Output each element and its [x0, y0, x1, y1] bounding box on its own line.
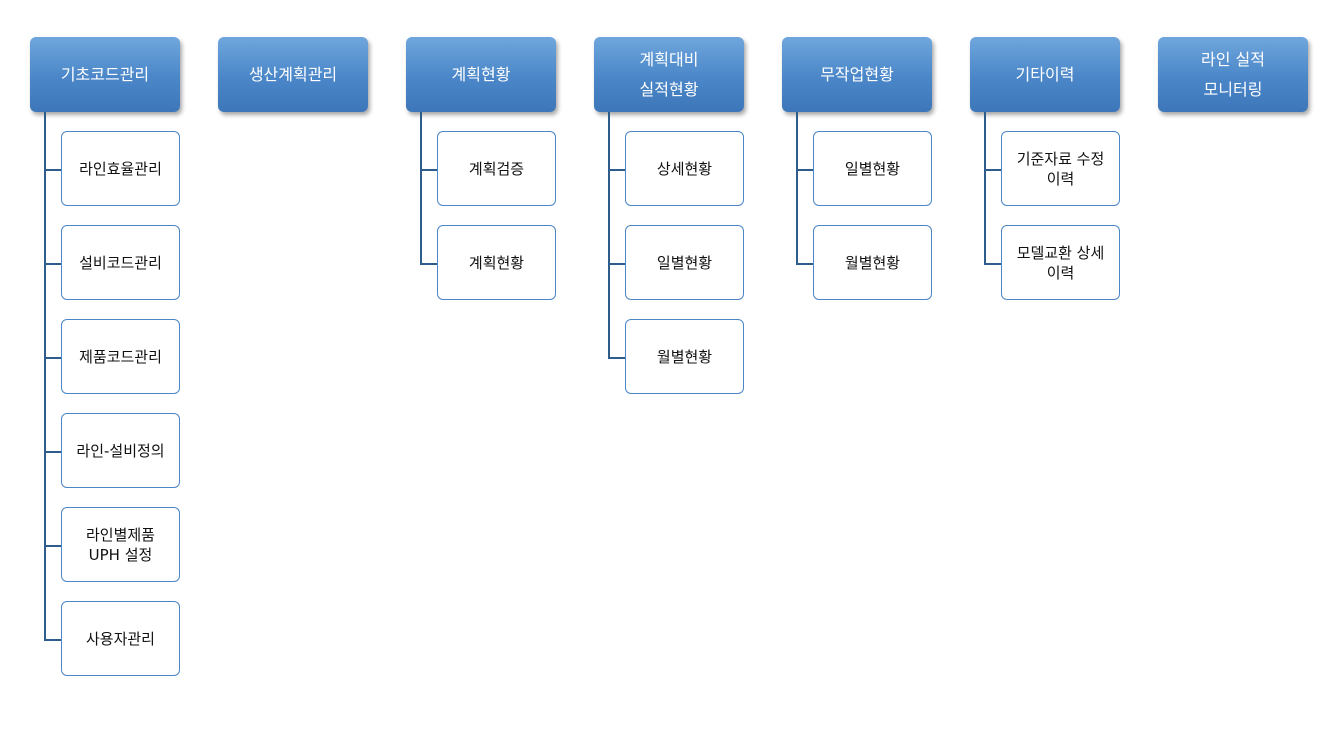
submenu-item: 라인효율관리 [61, 131, 180, 206]
connector-vertical [420, 112, 422, 264]
submenu-item-label: 일별현황 [844, 159, 901, 178]
connector-horizontal [608, 263, 625, 265]
submenu-item: 모델교환 상세 이력 [1001, 225, 1120, 300]
connector-horizontal [44, 357, 61, 359]
category-header: 생산계획관리 [218, 37, 368, 112]
submenu-item-label: 상세현황 [656, 159, 713, 178]
submenu-item-label: 월별현황 [656, 347, 713, 366]
submenu-item: 라인-설비정의 [61, 413, 180, 488]
connector-horizontal [420, 169, 437, 171]
connector-horizontal [984, 263, 1001, 265]
submenu-item: 계획검증 [437, 131, 556, 206]
submenu-item-label: 라인효율관리 [79, 159, 162, 178]
category-title-line: 무작업현황 [820, 64, 894, 84]
category-title-line: 라인 실적 [1201, 49, 1265, 69]
submenu-item-label: 라인-설비정의 [76, 441, 165, 460]
submenu-item: 계획현황 [437, 225, 556, 300]
category-title-line: 기타이력 [1015, 64, 1075, 84]
connector-vertical [44, 112, 46, 640]
category-header: 기초코드관리 [30, 37, 180, 112]
connector-horizontal [44, 169, 61, 171]
category-title-line: 생산계획관리 [248, 64, 338, 84]
connector-horizontal [44, 639, 61, 641]
connector-horizontal [44, 545, 61, 547]
connector-horizontal [44, 263, 61, 265]
connector-horizontal [984, 169, 1001, 171]
connector-horizontal [420, 263, 437, 265]
submenu-item: 설비코드관리 [61, 225, 180, 300]
submenu-item-label: 사용자관리 [85, 629, 155, 648]
connector-horizontal [796, 169, 813, 171]
category-title-line: 계획대비 [639, 49, 699, 69]
category-title-line: 모니터링 [1203, 79, 1263, 99]
submenu-item-label: 라인별제품 UPH 설정 [85, 525, 155, 564]
connector-horizontal [608, 357, 625, 359]
submenu-item-label: 제품코드관리 [79, 347, 162, 366]
category-title-line: 실적현황 [639, 79, 699, 99]
submenu-item: 상세현황 [625, 131, 744, 206]
submenu-item: 일별현황 [813, 131, 932, 206]
connector-vertical [796, 112, 798, 264]
connector-horizontal [44, 451, 61, 453]
submenu-item: 월별현황 [813, 225, 932, 300]
connector-horizontal [796, 263, 813, 265]
submenu-item-label: 월별현황 [844, 253, 901, 272]
category-title-line: 기초코드관리 [60, 64, 150, 84]
connector-vertical [608, 112, 610, 358]
category-title-line: 계획현황 [451, 64, 511, 84]
submenu-item-label: 설비코드관리 [79, 253, 162, 272]
submenu-item: 일별현황 [625, 225, 744, 300]
submenu-item-label: 일별현황 [656, 253, 713, 272]
submenu-item: 라인별제품 UPH 설정 [61, 507, 180, 582]
submenu-item: 기준자료 수정 이력 [1001, 131, 1120, 206]
category-header: 무작업현황 [782, 37, 932, 112]
menu-column-1: 생산계획관리 [218, 0, 370, 753]
submenu-item-label: 계획현황 [468, 253, 525, 272]
submenu-item: 사용자관리 [61, 601, 180, 676]
connector-vertical [984, 112, 986, 264]
category-header: 기타이력 [970, 37, 1120, 112]
submenu-item-label: 모델교환 상세 이력 [1016, 243, 1105, 282]
submenu-item-label: 기준자료 수정 이력 [1016, 149, 1105, 188]
submenu-item-label: 계획검증 [468, 159, 525, 178]
submenu-item: 월별현황 [625, 319, 744, 394]
connector-horizontal [608, 169, 625, 171]
category-header: 계획현황 [406, 37, 556, 112]
submenu-item: 제품코드관리 [61, 319, 180, 394]
